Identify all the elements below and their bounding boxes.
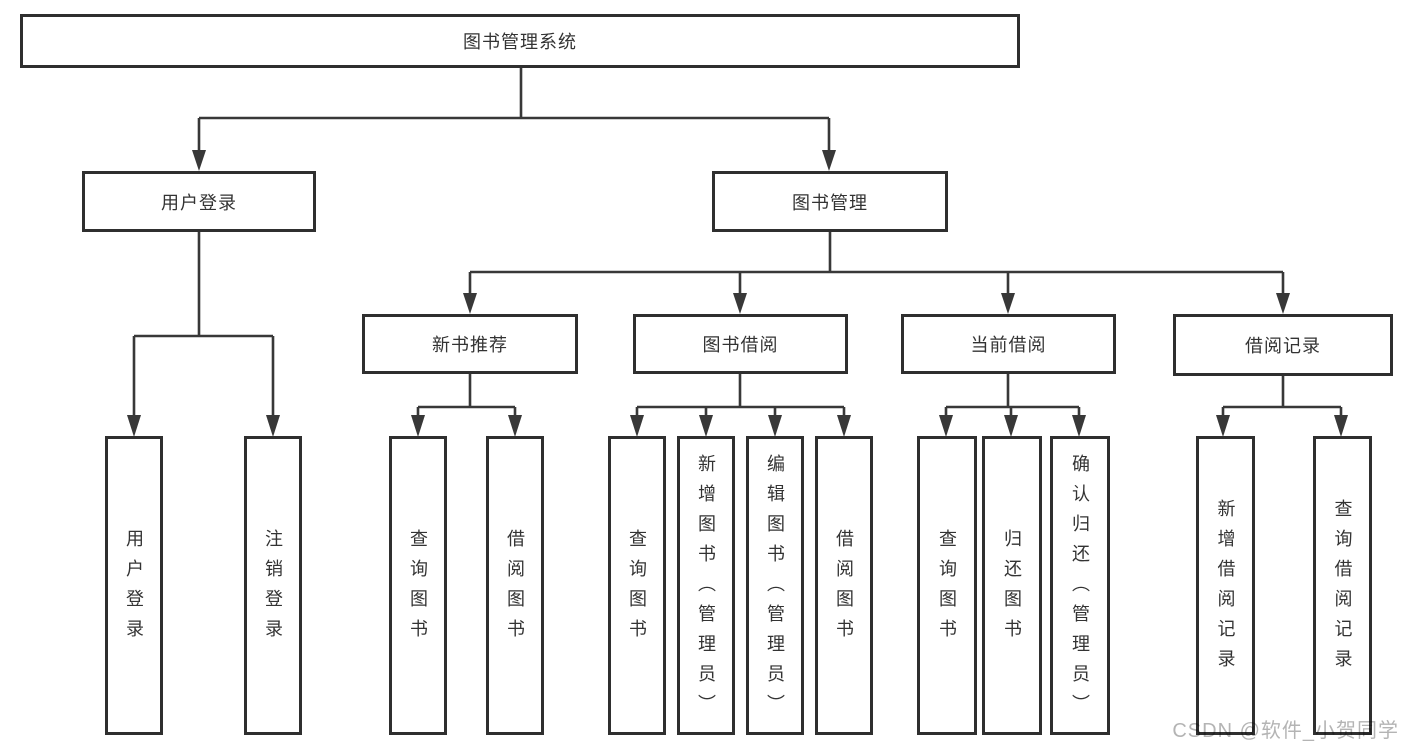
node-library-system-label: 图书管理系统 — [463, 32, 577, 52]
leaf-user-login: 用户登录 — [105, 436, 163, 735]
leaf-add-books-admin-label: 新增图书（管理员） — [696, 453, 716, 724]
leaf-query-books-borrowing: 查询图书 — [608, 436, 666, 735]
node-borrow-records: 借阅记录 — [1173, 314, 1393, 376]
leaf-borrow-books-borrowing: 借阅图书 — [815, 436, 873, 735]
node-user-login-label: 用户登录 — [161, 192, 237, 213]
leaf-query-books-recommend-label: 查询图书 — [408, 528, 428, 649]
leaf-edit-books-admin-label: 编辑图书（管理员） — [765, 453, 785, 724]
node-book-borrowing-label: 图书借阅 — [702, 335, 779, 355]
leaf-borrow-books-borrowing-label: 借阅图书 — [834, 528, 854, 649]
leaf-query-borrow-record: 查询借阅记录 — [1313, 436, 1372, 735]
leaf-add-borrow-record-label: 新增借阅记录 — [1215, 498, 1236, 679]
node-new-book-recommend-label: 新书推荐 — [432, 335, 508, 355]
node-borrow-records-label: 借阅记录 — [1245, 336, 1321, 356]
leaf-query-books-current: 查询图书 — [917, 436, 977, 735]
leaf-add-books-admin: 新增图书（管理员） — [677, 436, 735, 735]
node-new-book-recommend: 新书推荐 — [362, 314, 578, 374]
leaf-return-books: 归还图书 — [982, 436, 1042, 735]
watermark-text: CSDN @软件_小贺同学 — [1172, 720, 1399, 742]
leaf-edit-books-admin: 编辑图书（管理员） — [746, 436, 804, 735]
leaf-return-books-label: 归还图书 — [1002, 528, 1022, 649]
leaf-query-borrow-record-label: 查询借阅记录 — [1332, 498, 1353, 679]
leaf-borrow-books-recommend-label: 借阅图书 — [505, 528, 525, 649]
leaf-query-books-borrowing-label: 查询图书 — [627, 528, 647, 649]
leaf-user-login-label: 用户登录 — [124, 528, 144, 649]
arrowheads — [127, 150, 1348, 437]
leaf-confirm-return-admin: 确认归还（管理员） — [1050, 436, 1110, 735]
leaf-query-books-recommend: 查询图书 — [389, 436, 447, 735]
watermark: CSDN @软件_小贺同学 — [1172, 714, 1399, 743]
leaf-logout: 注销登录 — [244, 436, 302, 735]
node-current-borrowing: 当前借阅 — [901, 314, 1116, 374]
leaf-confirm-return-admin-label: 确认归还（管理员） — [1070, 453, 1090, 724]
node-book-borrowing: 图书借阅 — [633, 314, 848, 374]
leaf-borrow-books-recommend: 借阅图书 — [486, 436, 544, 735]
leaf-logout-label: 注销登录 — [263, 528, 283, 649]
node-current-borrowing-label: 当前借阅 — [970, 335, 1047, 355]
node-library-system: 图书管理系统 — [20, 14, 1020, 68]
node-book-management-label: 图书管理 — [792, 192, 868, 213]
node-user-login: 用户登录 — [82, 171, 316, 232]
node-book-management: 图书管理 — [712, 171, 948, 232]
leaf-query-books-current-label: 查询图书 — [937, 528, 957, 649]
leaf-add-borrow-record: 新增借阅记录 — [1196, 436, 1255, 735]
